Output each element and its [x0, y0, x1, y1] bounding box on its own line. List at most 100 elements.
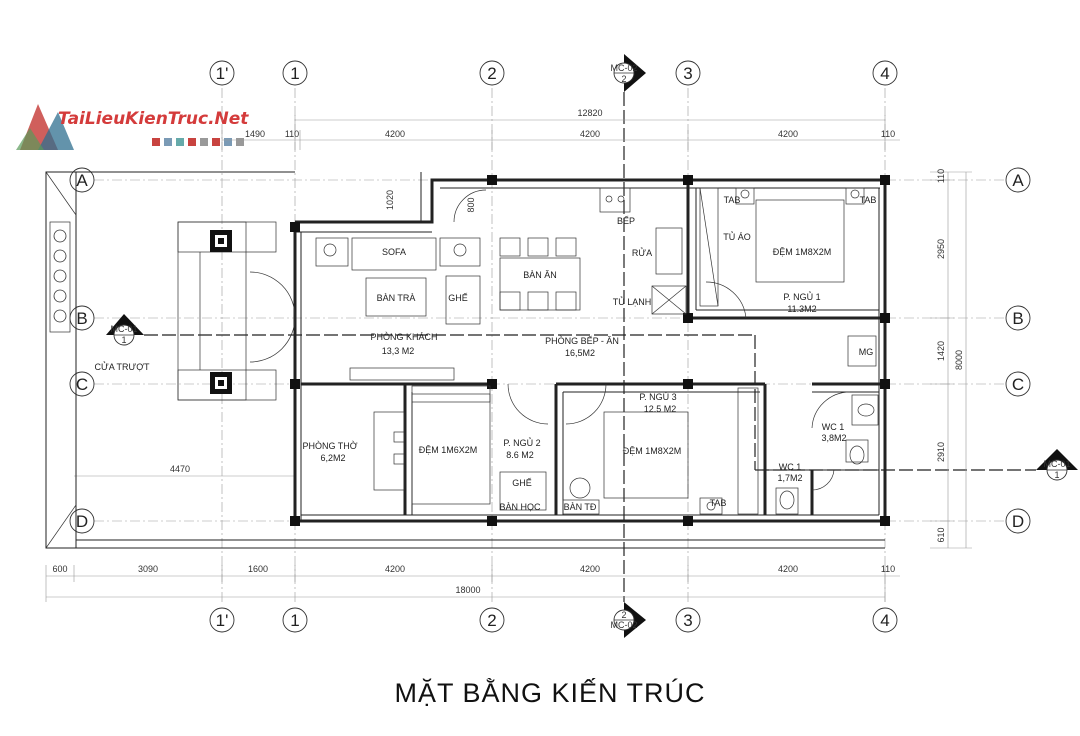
svg-text:C: C	[1012, 375, 1024, 394]
svg-text:B: B	[1012, 309, 1023, 328]
dimensions-right: 110 2950 1420 2910 610 8000	[930, 169, 972, 549]
svg-text:2: 2	[621, 74, 626, 84]
svg-text:12820: 12820	[577, 108, 602, 118]
label-sofa: SOFA	[382, 247, 406, 257]
label-dem-ngu-1: ĐỆM 1M8X2M	[773, 247, 832, 257]
label-ban-hoc: BÀN HỌC	[499, 502, 541, 512]
label-wc-1-area: 3,8M2	[821, 433, 846, 443]
grid-bubble-col-2-top: 2	[479, 60, 505, 86]
svg-text:MC-01: MC-01	[1043, 459, 1070, 469]
label-mg: MG	[859, 347, 874, 357]
svg-text:1: 1	[290, 611, 299, 630]
svg-text:4470: 4470	[170, 464, 190, 474]
label-rua: RỬA	[632, 247, 652, 258]
grid-bubble-col-3-bottom: 3	[675, 607, 701, 633]
logo-text: TaiLieuKienTruc.Net	[58, 109, 249, 129]
grid-bubble-col-4-bottom: 4	[872, 607, 898, 633]
building-walls	[45, 171, 887, 549]
svg-text:110: 110	[936, 169, 946, 183]
grid-bubble-col-3-top: 3	[675, 60, 701, 86]
label-tab-2: TAB	[860, 195, 877, 205]
grid-bubble-row-d-left: D	[69, 508, 95, 534]
svg-text:800: 800	[466, 197, 476, 212]
label-phong-tho: PHÒNG THỜ	[302, 441, 357, 451]
section-mark-top: MC-02 2	[610, 54, 646, 92]
svg-text:A: A	[1012, 171, 1024, 190]
brand-logo: TaiLieuKienTruc.Net	[16, 104, 249, 150]
svg-text:4: 4	[880, 64, 889, 83]
label-phong-tho-area: 6,2M2	[320, 453, 345, 463]
label-p-ngu-3-area: 12.5 M2	[644, 404, 677, 414]
svg-text:600: 600	[52, 564, 67, 574]
svg-text:MC-02: MC-02	[610, 620, 637, 630]
label-p-ngu-1: P. NGỦ 1	[783, 291, 820, 302]
svg-text:18000: 18000	[455, 585, 480, 595]
svg-text:3090: 3090	[138, 564, 158, 574]
section-cut-lines	[144, 92, 1036, 602]
grid-bubble-col-1-top: 1	[282, 60, 308, 86]
section-mark-left: MC-01 1	[106, 314, 144, 346]
label-p-ngu-2-area: 8.6 M2	[506, 450, 534, 460]
label-phong-bep: PHÒNG BẾP - ĂN	[545, 336, 619, 346]
label-wc-1: WC 1	[822, 422, 845, 432]
svg-text:2: 2	[487, 64, 496, 83]
label-tu-ao: TỦ ÁO	[723, 231, 751, 242]
label-phong-khach-area: 13,3 M2	[382, 346, 415, 356]
furniture	[315, 187, 879, 515]
label-ban-td: BÀN TĐ	[564, 502, 597, 512]
svg-text:4200: 4200	[778, 129, 798, 139]
svg-text:1: 1	[290, 64, 299, 83]
svg-text:110: 110	[285, 129, 299, 139]
grid-bubble-row-c-right: C	[1005, 371, 1031, 397]
svg-text:2: 2	[621, 610, 626, 620]
label-cua-truot: CỬA TRƯỢT	[95, 361, 150, 372]
grid-bubble-row-a-right: A	[1005, 167, 1031, 193]
svg-text:MC-02: MC-02	[610, 63, 637, 73]
svg-text:4200: 4200	[580, 129, 600, 139]
label-tab-1: TAB	[724, 195, 741, 205]
svg-text:4200: 4200	[580, 564, 600, 574]
label-bep: BẾP	[617, 216, 635, 226]
label-p-ngu-1-area: 11.3M2	[787, 304, 816, 314]
svg-text:B: B	[76, 309, 87, 328]
dimensions-top: 12820 1490 110 4200 4200 4200 110	[221, 108, 900, 150]
grid-bubble-col-1prime-top: 1'	[209, 60, 235, 86]
label-wc-1b: WC 1	[779, 462, 802, 472]
label-phong-khach: PHÒNG KHÁCH	[370, 332, 437, 342]
label-p-ngu-3: P. NGỦ 3	[639, 391, 676, 402]
section-mark-right: MC-01 1	[1036, 449, 1078, 481]
svg-text:4200: 4200	[385, 129, 405, 139]
svg-text:4: 4	[880, 611, 889, 630]
label-ghe-2: GHẾ	[512, 478, 532, 488]
label-dem-ngu-3: ĐỆM 1M8X2M	[623, 446, 682, 456]
label-p-ngu-2: P. NGỦ 2	[503, 437, 540, 448]
svg-text:C: C	[76, 375, 88, 394]
svg-text:3: 3	[683, 64, 692, 83]
svg-text:1: 1	[1054, 470, 1059, 480]
grid-bubble-row-b-left: B	[69, 305, 95, 331]
structural-columns	[210, 175, 890, 526]
grid-bubble-col-4-top: 4	[872, 60, 898, 86]
svg-text:110: 110	[881, 564, 895, 574]
dimensions-bottom: 600 3090 1600 4200 4200 4200 110 18000	[45, 564, 900, 602]
svg-text:1020: 1020	[385, 190, 395, 210]
grid-bubble-row-c-left: C	[69, 371, 95, 397]
svg-text:2910: 2910	[936, 442, 946, 462]
grid-bubble-col-2-bottom: 2	[479, 607, 505, 633]
section-mark-bottom: 2 MC-02	[610, 602, 646, 638]
svg-text:MC-01: MC-01	[110, 324, 137, 334]
grid-bubble-col-1-bottom: 1	[282, 607, 308, 633]
label-ban-an: BÀN ĂN	[523, 270, 557, 280]
svg-text:1': 1'	[216, 64, 229, 83]
svg-text:3: 3	[683, 611, 692, 630]
grid-bubble-row-b-right: B	[1005, 305, 1031, 331]
svg-text:D: D	[76, 512, 88, 531]
svg-text:8000: 8000	[954, 350, 964, 370]
svg-text:1420: 1420	[936, 341, 946, 361]
svg-text:110: 110	[881, 129, 895, 139]
label-tu-lanh: TỦ LẠNH	[613, 296, 652, 307]
grid-bubble-col-1prime-bottom: 1'	[209, 607, 235, 633]
svg-text:D: D	[1012, 512, 1024, 531]
label-wc-1b-area: 1,7M2	[777, 473, 802, 483]
